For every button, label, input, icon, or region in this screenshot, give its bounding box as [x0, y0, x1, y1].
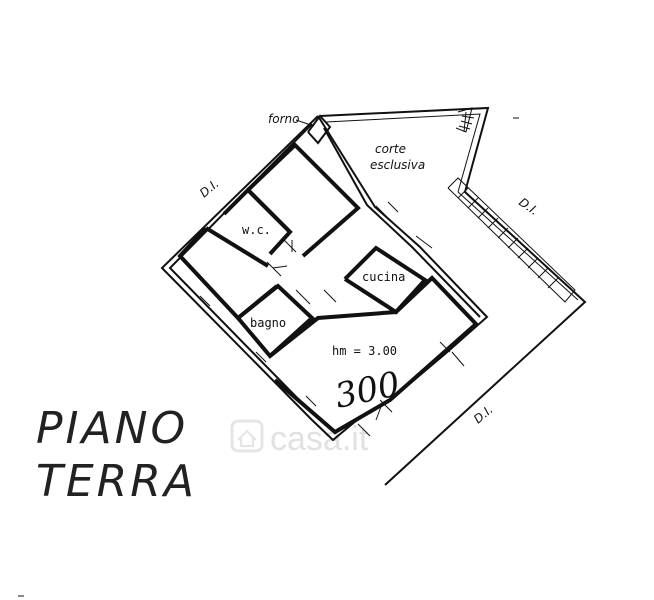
building-outline [160, 115, 489, 442]
handwritten-note: 300 [332, 364, 404, 417]
stairs-right [447, 177, 576, 303]
forno-leader [295, 119, 315, 127]
forno-label: forno [268, 112, 299, 126]
stairs-top [455, 107, 475, 133]
esclusiva-label: esclusiva [370, 158, 425, 172]
courtyard-outline [319, 106, 587, 486]
height-label: hm = 3.00 [332, 344, 397, 358]
title-line-2: TERRA [36, 456, 197, 507]
di-left-label: D.I. [197, 176, 222, 200]
di-bottom-label: D.I. [471, 402, 496, 426]
forno-box [307, 114, 332, 145]
cucina-label: cucina [362, 270, 405, 284]
opening-marks [199, 201, 465, 437]
title-line-1: PIANO [36, 403, 188, 454]
di-right-label: D.I. [516, 195, 541, 218]
wc-label: w.c. [242, 223, 271, 237]
corte-label: corte [375, 142, 406, 156]
bagno-label: bagno [250, 316, 286, 330]
interior-walls [177, 142, 479, 435]
